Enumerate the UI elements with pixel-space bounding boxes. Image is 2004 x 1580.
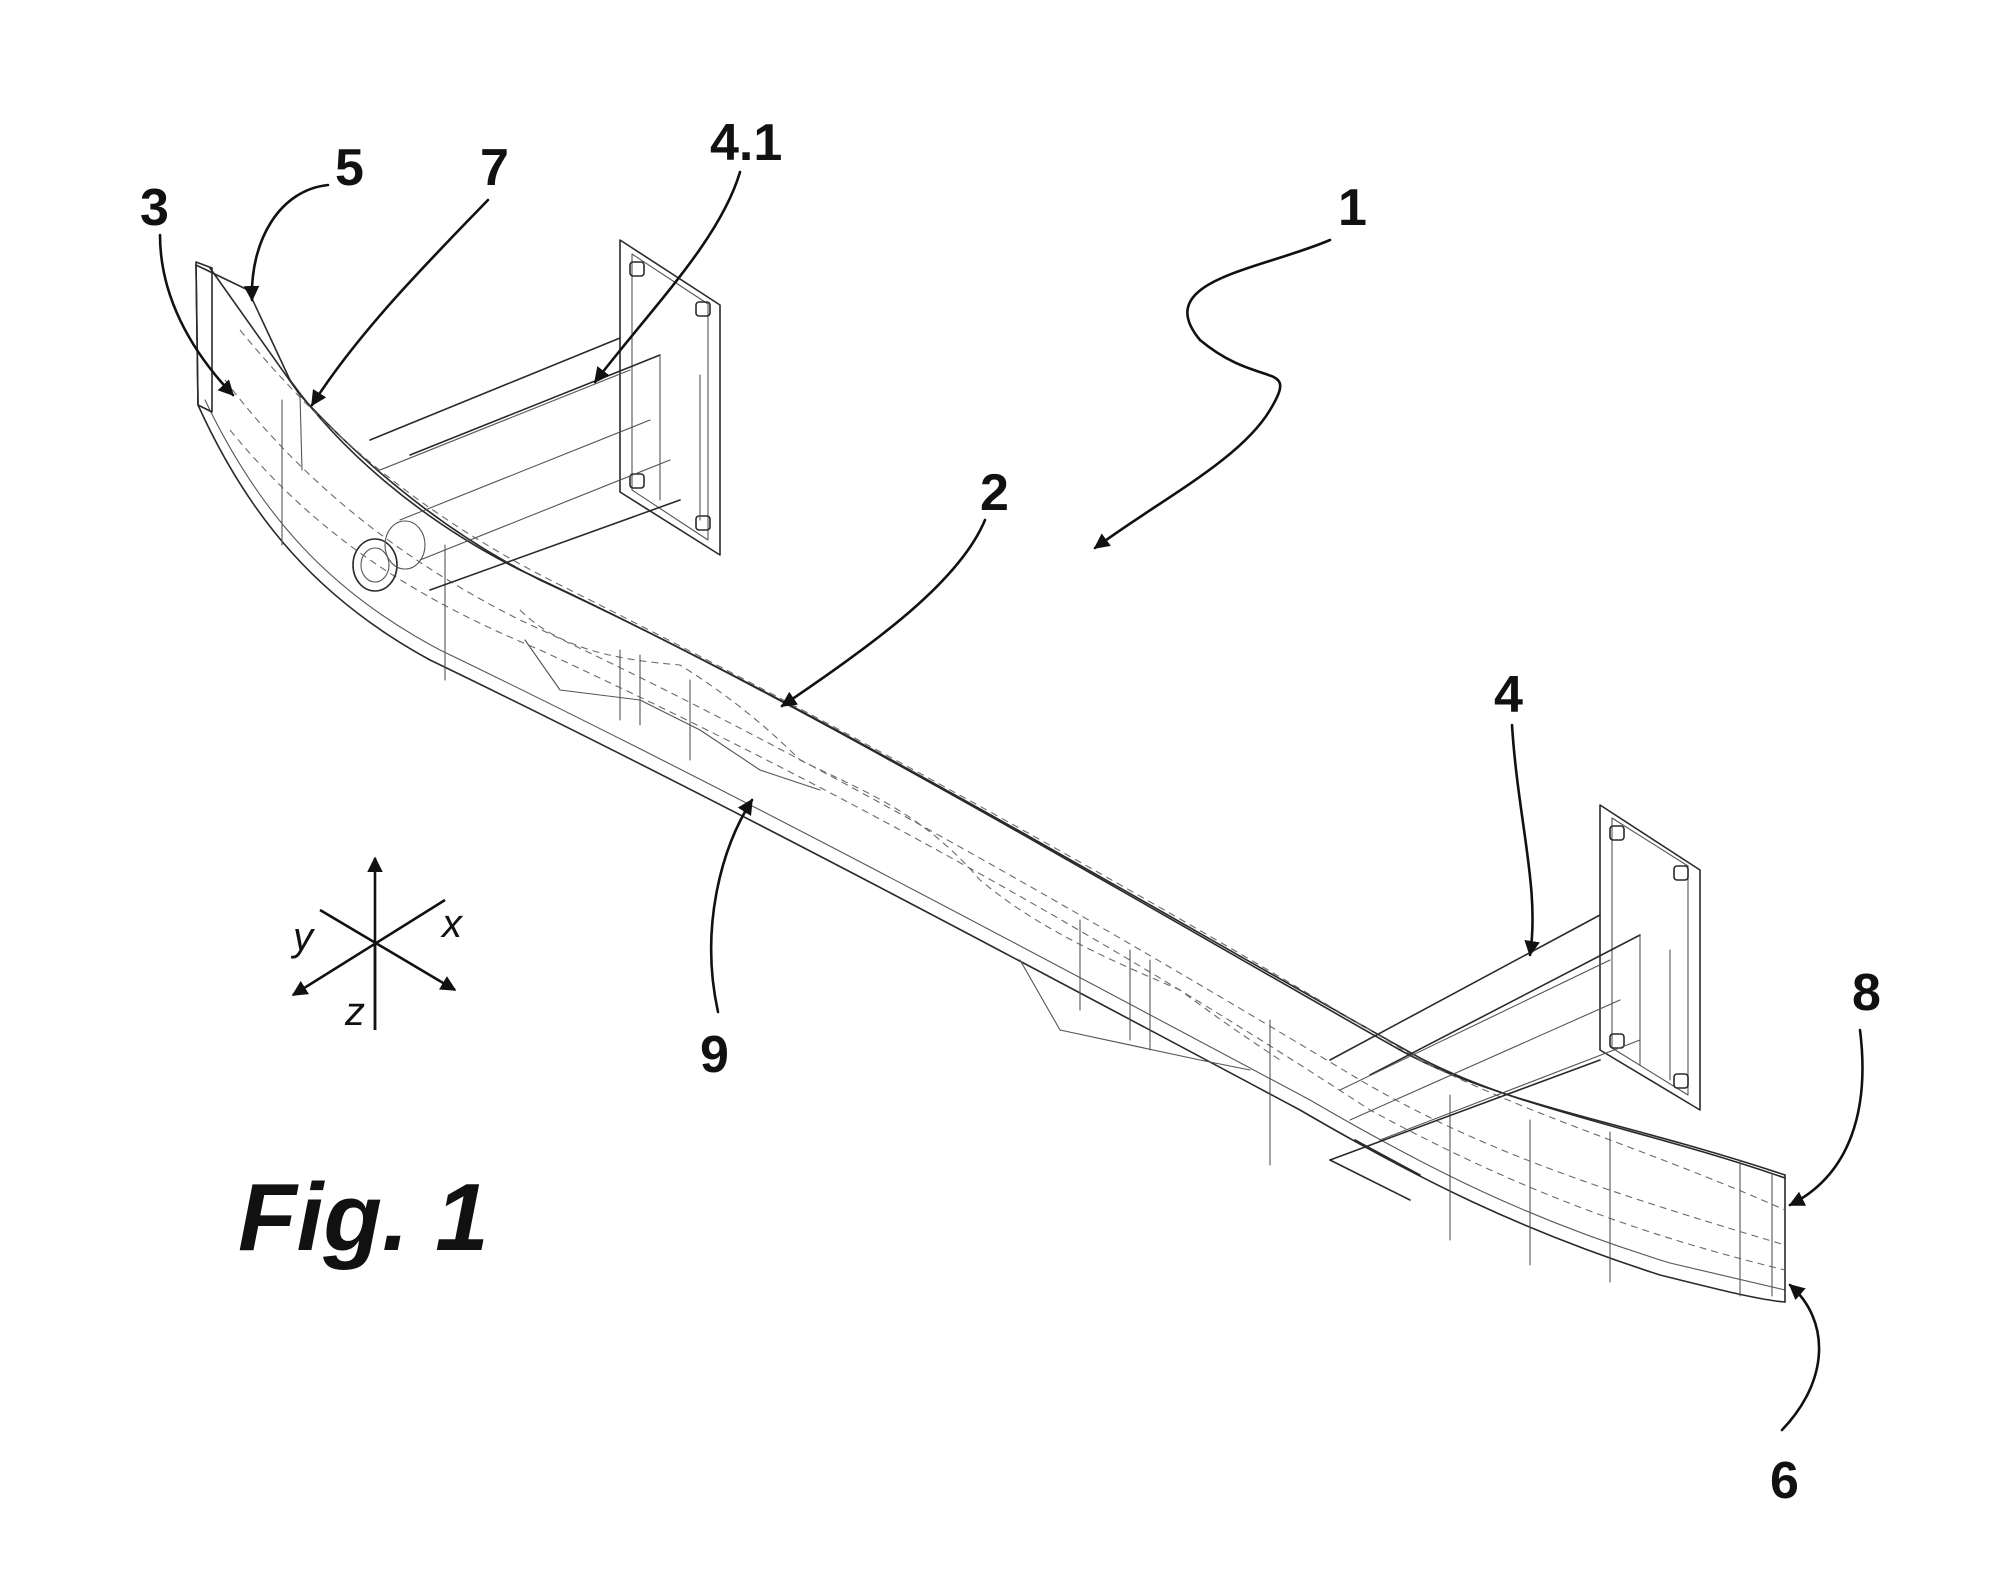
y-axis-arrow: [291, 898, 446, 997]
ref-numeral-8: 8: [1852, 964, 1881, 1022]
tow-eye-ring: [352, 538, 398, 592]
ref-numeral-5: 5: [335, 139, 364, 197]
leader-4: [1510, 723, 1540, 957]
x-axis-arrow: [319, 908, 457, 992]
coordinate-axes: y x z: [290, 856, 464, 1034]
leader-5: [243, 183, 330, 302]
ref-numeral-6: 6: [1770, 1452, 1799, 1510]
leader-7: [310, 198, 490, 407]
leader-9: [709, 798, 754, 1014]
leader-4-1: [593, 170, 742, 384]
ref-numeral-9: 9: [700, 1026, 729, 1084]
bracket-right: [1329, 804, 1701, 1201]
ref-numeral-3: 3: [140, 179, 169, 237]
leader-3: [158, 233, 235, 397]
figure-caption: Fig. 1: [238, 1164, 489, 1271]
axis-label-x: x: [440, 902, 464, 946]
axis-label-z: z: [344, 990, 365, 1034]
axis-label-y: y: [290, 915, 316, 959]
leader-2: [780, 518, 987, 708]
ref-numeral-7: 7: [480, 139, 509, 197]
bracket-left: [369, 239, 721, 591]
ref-numeral-1: 1: [1338, 179, 1367, 237]
leader-1: [1093, 238, 1332, 550]
crossbeam: [195, 261, 1786, 1303]
ref-numeral-4-1: 4.1: [710, 114, 782, 172]
ref-numeral-2: 2: [980, 464, 1009, 522]
leader-8: [1788, 1028, 1864, 1207]
leader-lines: [158, 170, 1864, 1432]
leader-6: [1780, 1283, 1821, 1432]
ref-numeral-4: 4: [1494, 666, 1523, 724]
